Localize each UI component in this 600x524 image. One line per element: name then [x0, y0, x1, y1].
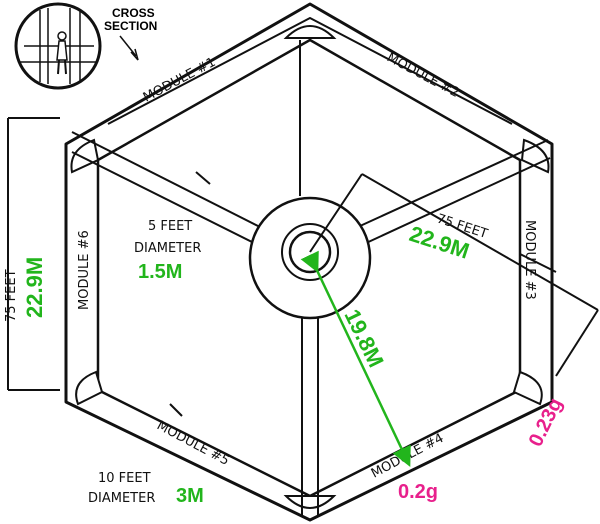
spoke-diameter-line2: DIAMETER [134, 241, 201, 256]
radius-dimension [309, 173, 599, 377]
module-5-label: MODULE #5 [154, 418, 231, 469]
astronaut-figure [56, 31, 68, 75]
central-hub [248, 196, 372, 320]
inset-title-line1: CROSS [112, 6, 155, 20]
cross-section-inset: CROSS SECTION [14, 2, 157, 90]
ring-diameter-line1: 10 FEET [98, 471, 151, 486]
center-to-module-arrow [300, 250, 411, 468]
gravity-outer-label: 0.23g [525, 395, 567, 451]
inset-title-line2: SECTION [104, 19, 157, 33]
module-2-label: MODULE #2 [384, 50, 461, 101]
ring-diameter-line2: DIAMETER [88, 491, 155, 506]
gravity-module-label: 0.2g [398, 481, 438, 503]
spoke-diameter-line1: 5 FEET [148, 219, 192, 234]
height-feet-label: 75 FEET [4, 269, 19, 322]
height-metric-label: 22.9M [22, 257, 47, 318]
height-dimension: 75 FEET 22.9M [4, 117, 60, 391]
module-6-label: MODULE #6 [77, 230, 92, 310]
ring-diameter-tick [169, 403, 183, 417]
spoke-diameter-tick [195, 171, 211, 185]
spoke-diameter-metric: 1.5M [138, 261, 182, 283]
center-to-module-label: 19.8M [340, 305, 389, 371]
ring-diameter-metric: 3M [176, 485, 204, 507]
